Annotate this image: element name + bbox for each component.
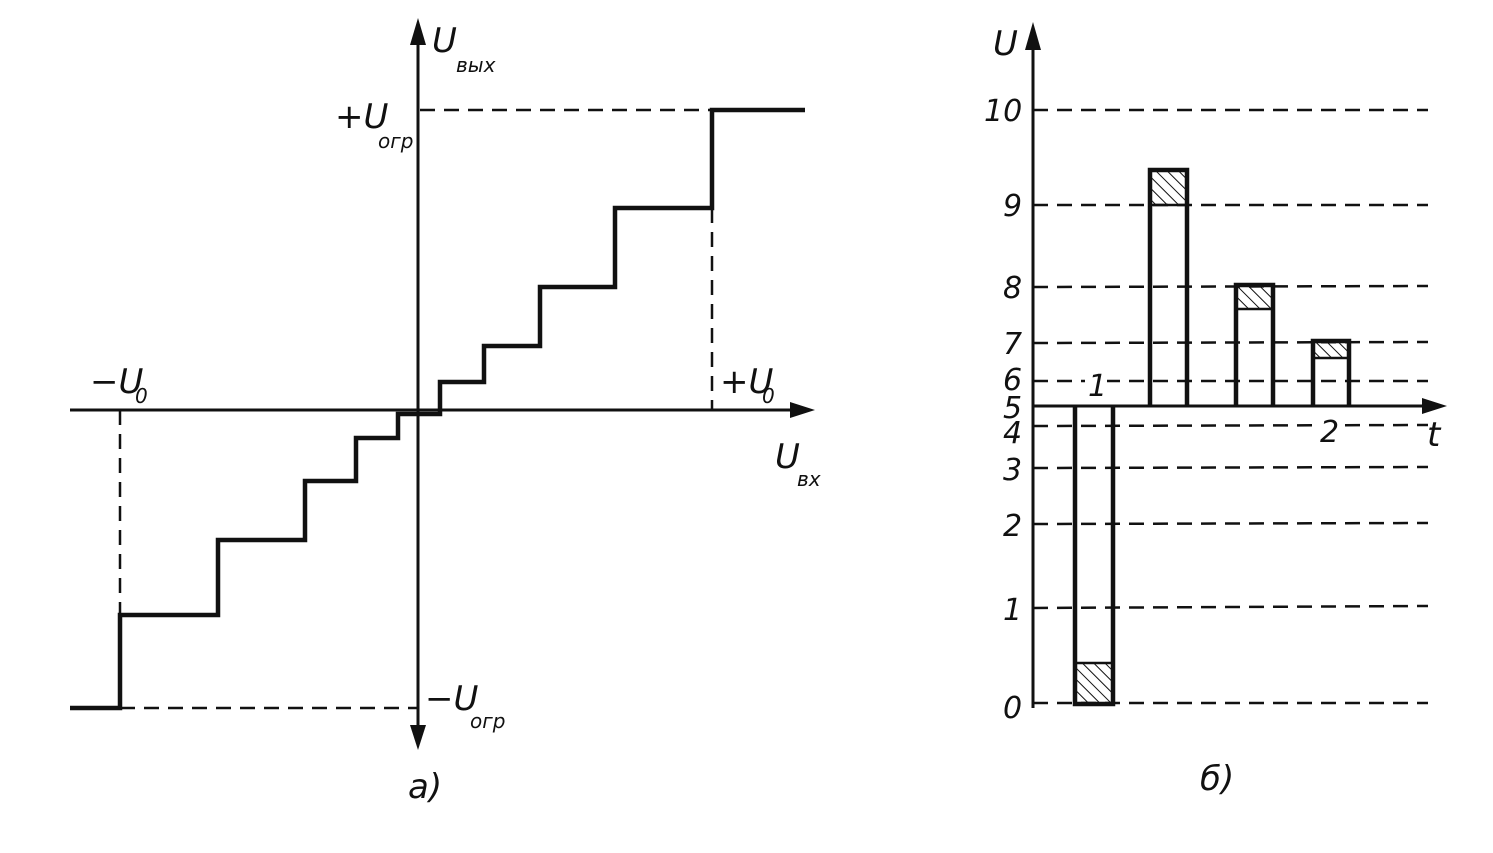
level-line-2 bbox=[1032, 521, 1429, 526]
y-axis-arrow-up bbox=[410, 18, 426, 45]
pulse-3 bbox=[1233, 282, 1276, 406]
neg-threshold-label-sub: 0 bbox=[135, 384, 148, 408]
level-label-7: 7 bbox=[1003, 327, 1022, 362]
t-axis-arrow bbox=[1422, 398, 1447, 414]
transfer-characteristic-diagram: U вых U вх +U огр −U огр −U 0 +U 0 а) bbox=[70, 18, 821, 807]
pos-limit-label-sub: огр bbox=[378, 129, 413, 153]
level-line-3 bbox=[1032, 465, 1429, 470]
pos-threshold-label: +U bbox=[720, 362, 773, 402]
level-label-5: 5 bbox=[1003, 391, 1022, 426]
y-axis-arrow-down bbox=[410, 725, 426, 750]
level-label-6: 6 bbox=[1003, 363, 1022, 398]
x-axis-label-sub: вх bbox=[797, 467, 821, 491]
y-axis-label-sub: вых bbox=[456, 53, 496, 77]
level-label-9: 9 bbox=[1003, 189, 1022, 224]
level-label-4: 4 bbox=[1003, 416, 1022, 451]
x-axis-label: U bbox=[775, 437, 800, 477]
level-label-8: 8 bbox=[1003, 271, 1022, 306]
pulse-label-2: 2 bbox=[1320, 415, 1339, 450]
level-line-8 bbox=[1032, 284, 1429, 289]
staircase-curve bbox=[70, 107, 805, 711]
pulse-3-outline bbox=[1233, 282, 1276, 406]
pulse-1 bbox=[1072, 406, 1116, 707]
t-axis-label: t bbox=[1427, 415, 1442, 455]
level-label-0: 0 bbox=[1003, 691, 1022, 726]
level-line-4 bbox=[1032, 423, 1429, 428]
u-axis-label: U bbox=[993, 24, 1018, 64]
level-label-1: 1 bbox=[1003, 593, 1022, 628]
pulse-1-hatched-error bbox=[1075, 663, 1113, 704]
level-label-3: 3 bbox=[1003, 453, 1022, 488]
pulse-4-hatched-error bbox=[1313, 343, 1349, 358]
pulse-quantization-diagram: 0 1 2 3 4 5 6 7 8 9 10 U t 1 2 б) bbox=[984, 22, 1447, 799]
neg-limit-label: −U bbox=[425, 679, 478, 719]
level-gridlines bbox=[1032, 108, 1429, 705]
pulse-2-outline bbox=[1147, 167, 1190, 406]
caption-a: а) bbox=[408, 767, 442, 807]
neg-limit-label-sub: огр bbox=[470, 709, 505, 733]
level-label-2: 2 bbox=[1003, 509, 1022, 544]
pulse-2 bbox=[1147, 167, 1190, 406]
pulse-4-outline bbox=[1310, 338, 1352, 406]
level-label-10: 10 bbox=[984, 94, 1022, 129]
pulse-label-1: 1 bbox=[1088, 369, 1107, 404]
pulse-4 bbox=[1310, 338, 1352, 406]
y-axis-label: U bbox=[432, 21, 457, 61]
pulse-1-outline bbox=[1072, 406, 1116, 707]
level-line-7 bbox=[1032, 340, 1429, 345]
caption-b: б) bbox=[1200, 759, 1234, 799]
pulse-label-1-bg bbox=[1085, 372, 1107, 402]
x-axis-arrow bbox=[790, 402, 815, 418]
u-axis-arrow bbox=[1025, 22, 1041, 50]
pos-limit-label: +U bbox=[335, 97, 388, 137]
pulse-2-hatched-error bbox=[1150, 170, 1187, 205]
neg-threshold-label: −U bbox=[90, 362, 143, 402]
level-line-1 bbox=[1032, 604, 1429, 610]
pos-threshold-label-sub: 0 bbox=[762, 384, 775, 408]
pulse-label-2-bg bbox=[1318, 418, 1340, 448]
pulse-3-hatched-error bbox=[1236, 287, 1273, 309]
